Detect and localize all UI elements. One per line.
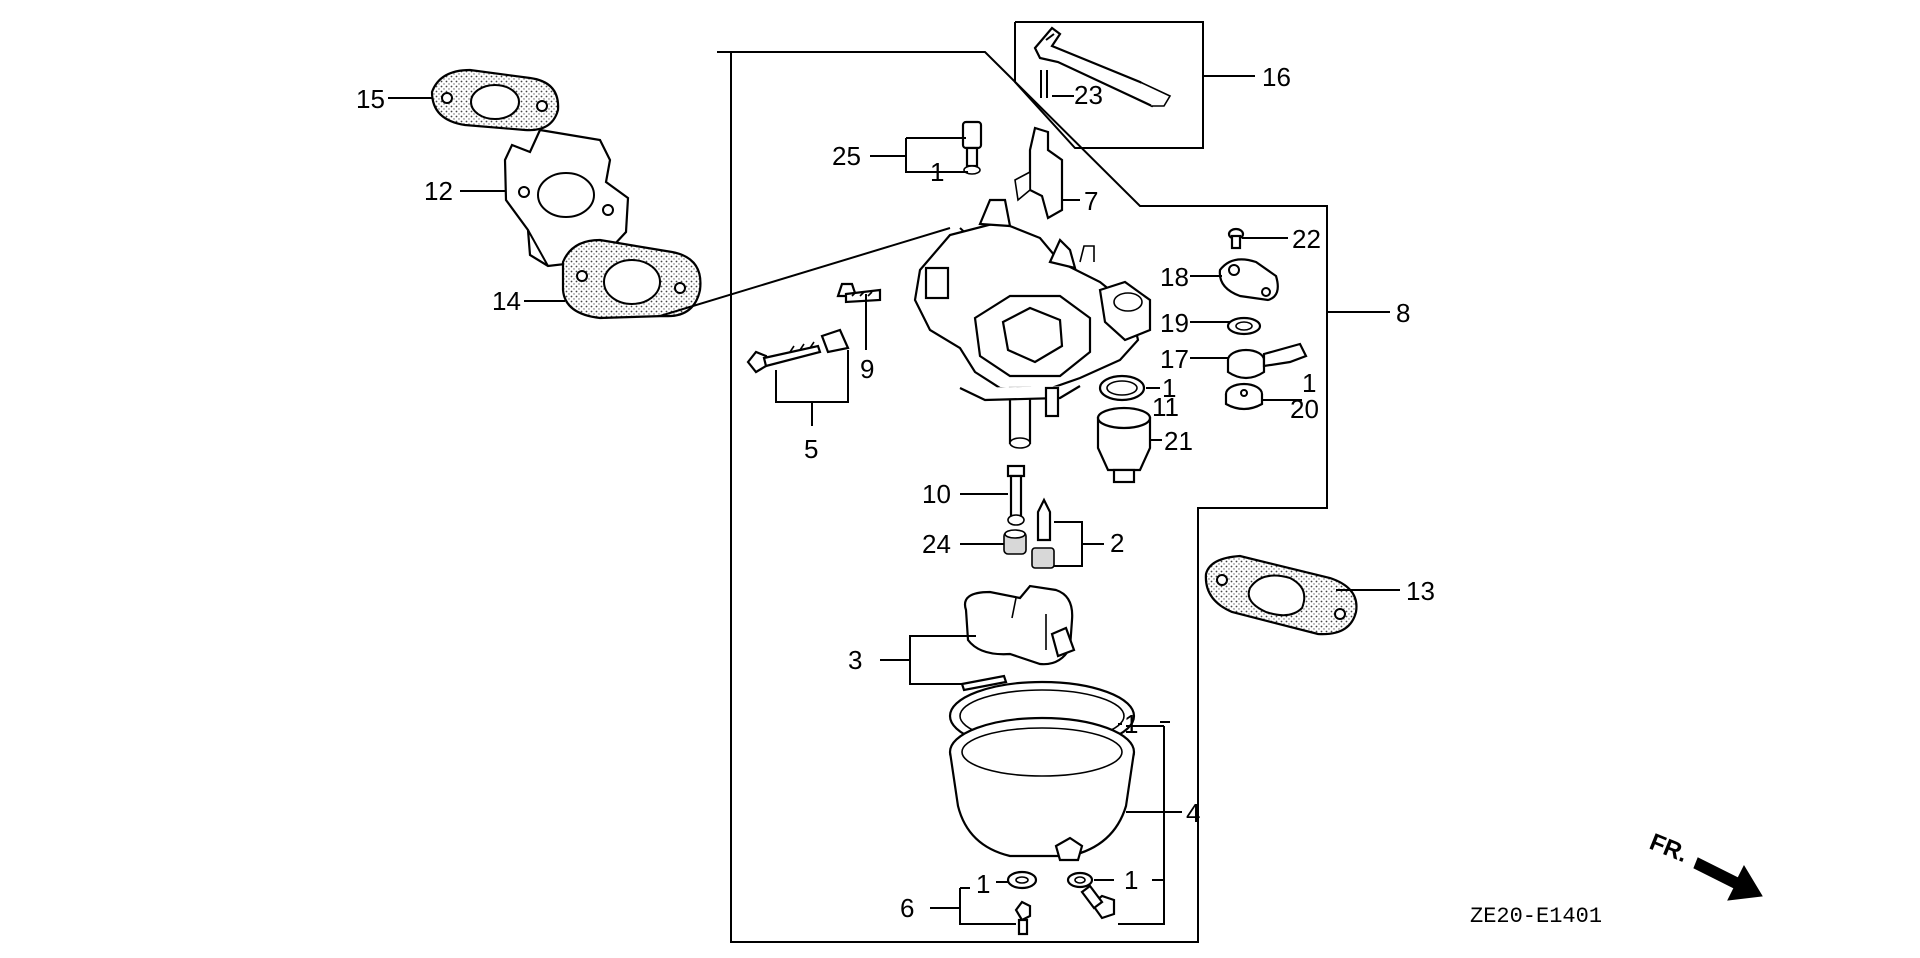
callout-1-11: 1: [1162, 373, 1176, 403]
lever-7-part: [1014, 126, 1064, 220]
callout-6: 6: [900, 893, 914, 923]
jet-10-part: [1006, 464, 1026, 526]
callout-18: 18: [1160, 262, 1189, 292]
callout-1-washer: 1: [976, 869, 990, 899]
callout-1-needle: 1: [930, 157, 944, 187]
insulator-12-part: [503, 128, 630, 268]
screw-9-part: [836, 282, 882, 304]
callout-10: 10: [922, 479, 951, 509]
callout-22: 22: [1292, 224, 1321, 254]
callout-7: 7: [1084, 186, 1098, 216]
diagram-code: ZE20-E1401: [1470, 904, 1602, 929]
callout-24: 24: [922, 529, 951, 559]
callout-3: 3: [848, 645, 862, 675]
bowl-bolt-part: [1080, 884, 1116, 920]
callout-1-17: 1: [1302, 368, 1316, 398]
callout-14: 14: [492, 286, 521, 316]
jet-24-part: [1003, 529, 1027, 555]
float-3-part: [963, 584, 1076, 666]
callout-12: 12: [424, 176, 453, 206]
callout-21: 21: [1164, 426, 1193, 456]
callout-9: 9: [860, 354, 874, 384]
choke-pin-part: [1040, 70, 1048, 98]
callout-20: 20: [1290, 394, 1319, 424]
choke-lever-box: [1014, 21, 1204, 149]
float-bowl-part: [948, 716, 1136, 862]
direction-label: FR.: [1646, 829, 1692, 869]
callout-1-ring: 1: [1124, 709, 1138, 739]
drain-washer-part: [1066, 871, 1094, 889]
carburetor-body-part: [913, 198, 1152, 449]
leader-lines: [388, 75, 1400, 925]
needle-part: [961, 120, 983, 175]
callout-19: 19: [1160, 308, 1189, 338]
callout-25: 25: [832, 141, 861, 171]
plate-18-part: [1218, 258, 1279, 302]
gasket-13-part: [1204, 554, 1358, 636]
screw-5-part: [746, 328, 850, 374]
screw-22-part: [1227, 227, 1245, 250]
callout-16: 16: [1262, 62, 1291, 92]
float-valve-2-part: [1031, 497, 1055, 569]
callout-1-bowl: 1: [1124, 865, 1138, 895]
gasket-14-part: [561, 238, 702, 320]
o-ring-11-part: [1098, 374, 1146, 402]
callout-4: 4: [1186, 798, 1200, 828]
choke-lever-part: [1033, 26, 1172, 108]
callout-5: 5: [804, 434, 818, 464]
part-20: [1224, 382, 1264, 411]
float-pin-part: [960, 674, 1008, 692]
alignment-line: [659, 227, 951, 317]
callout-11: 11: [1152, 392, 1179, 422]
drain-screw-6-part: [1014, 900, 1032, 936]
callout-2: 2: [1110, 528, 1124, 558]
assembly-boundary: [717, 51, 1328, 943]
cup-21-part: [1096, 406, 1152, 484]
gasket-15-part: [430, 68, 560, 132]
callout-23: 23: [1074, 80, 1103, 110]
callout-13: 13: [1406, 576, 1435, 606]
callout-15: 15: [356, 84, 385, 114]
screw-washer-part: [1006, 870, 1038, 890]
callout-8: 8: [1396, 298, 1410, 328]
callout-17: 17: [1160, 344, 1189, 374]
front-direction-arrow: [1693, 857, 1763, 901]
part-17: [1226, 342, 1308, 380]
washer-19-part: [1226, 316, 1262, 336]
